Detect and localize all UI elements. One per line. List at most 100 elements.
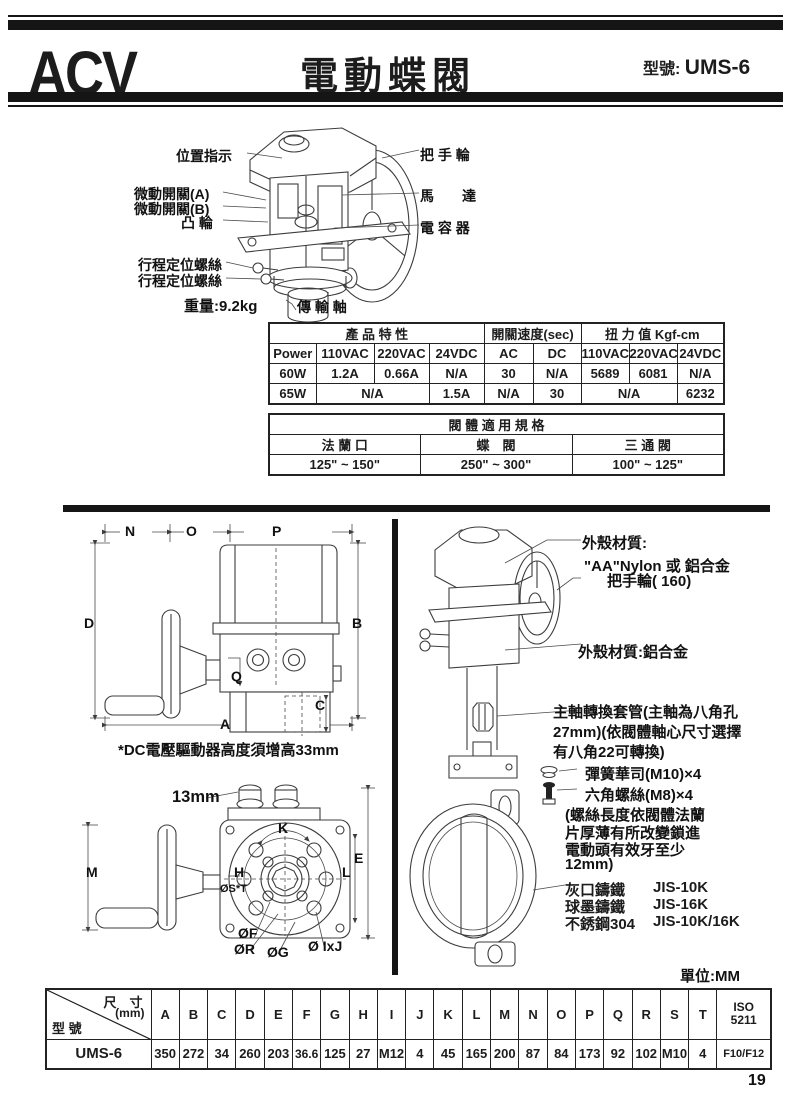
dim-col-s: S (659, 988, 690, 1040)
cell-60w: 60W (268, 363, 317, 384)
dim-col-l: L (461, 988, 492, 1040)
header-top-thin-rule (8, 15, 783, 17)
col-threeway: 三 通 閥 (571, 434, 725, 455)
spec-row-65w: 65W N/A 1.5A N/A 30 N/A 6232 (268, 383, 725, 405)
dimension-table: 尺 寸 (mm) 型 號 A B C D E F G H I J K L M N… (45, 988, 772, 1070)
dim-val-g: 125 (320, 1038, 350, 1070)
dim-col-c: C (207, 988, 237, 1040)
spec-col-power: Power (268, 343, 317, 364)
cell-65w-tvac: N/A (580, 383, 678, 405)
dim-col-e: E (263, 988, 293, 1040)
callout-travel-screw-2: 行程定位螺絲 (138, 273, 222, 289)
corner-diagonal-line (47, 990, 150, 1038)
val-butterfly: 250" ~ 300" (419, 454, 573, 476)
spec-col-t24vdc: 24VDC (676, 343, 725, 364)
dim-val-i: M12 (376, 1038, 407, 1070)
model-value: UMS-6 (684, 56, 751, 79)
hex-bolt-label: 六角螺絲(M8)×4 (585, 787, 693, 804)
dim-col-o: O (546, 988, 576, 1040)
valve-table-value-row: 125" ~ 150" 250" ~ 300" 100" ~ 125" (268, 454, 725, 476)
spec-col-t110vac: 110VAC (580, 343, 630, 364)
dim-val-a: 350 (150, 1038, 180, 1070)
spec-group-torque: 扭 力 值 Kgf-cm (580, 322, 725, 344)
top-view-drawing (82, 784, 375, 955)
cell-65w-tvdc: 6232 (676, 383, 725, 405)
callout-cam: 凸 輪 (181, 215, 213, 231)
dim-label-h: H (234, 864, 245, 880)
material-row-ductile-iron: 球墨鑄鐵 JIS-16K (565, 896, 775, 917)
spec-col-dc: DC (532, 343, 582, 364)
dim-col-i: I (376, 988, 407, 1040)
spec-col-24vdc: 24VDC (428, 343, 485, 364)
dc-height-note: *DC電壓驅動器高度須增高33mm (118, 742, 339, 759)
dim-val-s: M10 (659, 1038, 690, 1070)
dim-col-t: T (688, 988, 718, 1040)
spec-col-110vac: 110VAC (315, 343, 375, 364)
gland-size-label: 13mm (172, 788, 220, 806)
cell-65w-vdc: 1.5A (428, 383, 485, 405)
dim-val-k: 45 (433, 1038, 463, 1070)
dim-col-g: G (320, 988, 350, 1040)
spec-table: 產 品 特 性 開關速度(sec) 扭 力 值 Kgf-cm Power 110… (268, 322, 726, 405)
cell-60w-dc: N/A (532, 363, 582, 384)
dim-label-q: Q (231, 668, 242, 684)
dim-model: UMS-6 (45, 1038, 152, 1070)
dim-val-p: 173 (574, 1038, 605, 1070)
handwheel-160-label: 把手輪( 160) (607, 573, 692, 590)
middle-section-top-rule (63, 505, 770, 512)
callout-micro-switch-a: 微動開關(A) (134, 186, 210, 202)
dim-val-n: 87 (518, 1038, 548, 1070)
cell-60w-t24: N/A (676, 363, 725, 384)
bolt-note-line4: 12mm) (565, 856, 614, 873)
dim-label-m: M (86, 864, 98, 880)
cell-60w-220vac: 0.66A (373, 363, 430, 384)
dim-col-m: M (490, 988, 520, 1040)
dim-val-q: 92 (603, 1038, 633, 1070)
spec-col-220vac: 220VAC (373, 343, 430, 364)
valve-table-title: 閥 體 適 用 規 格 (268, 413, 725, 435)
front-view-drawing (90, 524, 366, 736)
material-row-stainless: 不銹鋼304 JIS-10K/16K (565, 913, 780, 934)
weight-label: 重量:9.2kg (184, 298, 258, 315)
dim-col-n: N (518, 988, 548, 1040)
material-name: 不銹鋼304 (565, 916, 636, 933)
callout-drive-shaft: 傳 輸 軸 (297, 299, 347, 315)
header-bottom-thin-rule (8, 105, 783, 107)
bolt-note-line1: (螺絲長度依閥體法蘭 (565, 807, 705, 824)
cell-60w-24vdc: N/A (428, 363, 485, 384)
dim-col-p: P (574, 988, 605, 1040)
callout-capacitor: 電 容 器 (420, 220, 470, 236)
dim-col-k: K (433, 988, 463, 1040)
dim-col-h: H (348, 988, 378, 1040)
sleeve-note-line2: 27mm)(依閥體軸心尺寸選擇 (553, 724, 742, 741)
bolt-note-line2: 片厚薄有所改變鎖進 (565, 825, 701, 842)
cell-65w-vac: N/A (315, 383, 430, 405)
callout-motor: 馬 達 (420, 188, 476, 204)
dim-val-b: 272 (178, 1038, 209, 1070)
material-name: 灰口鑄鐵 (565, 882, 626, 899)
material-rating: JIS-10K/16K (653, 913, 740, 930)
spec-group-product: 產 品 特 性 (268, 322, 485, 344)
dim-val-o: 84 (546, 1038, 576, 1070)
valve-table-header-row: 法 蘭 口 蝶 閥 三 通 閥 (268, 434, 725, 455)
dim-label-e: E (354, 850, 364, 866)
dim-label-b: B (352, 615, 363, 631)
housing-material-1-line1: 外殼材質: (582, 535, 647, 552)
callout-handwheel: 把 手 輪 (420, 147, 470, 163)
callout-travel-screw-1: 行程定位螺絲 (138, 257, 222, 273)
dimension-table-value-row: UMS-6 350 272 34 260 203 36.6 125 27 M12… (45, 1038, 772, 1070)
sleeve-note-line1: 主軸轉換套管(主軸為八角孔 (553, 704, 738, 721)
col-butterfly: 蝶 閥 (419, 434, 573, 455)
dim-val-t: 4 (688, 1038, 718, 1070)
dim-label-d: D (84, 615, 95, 631)
dim-col-d: D (235, 988, 265, 1040)
bolt-note-line3: 電動頭有效牙至少 (565, 842, 686, 859)
cell-65w-dc: 30 (532, 383, 582, 405)
dim-val-r: 102 (631, 1038, 661, 1070)
spec-col-header-row: Power 110VAC 220VAC 24VDC AC DC 110VAC 2… (268, 343, 725, 364)
val-threeway: 100" ~ 125" (571, 454, 725, 476)
dim-val-m: 200 (490, 1038, 520, 1070)
spec-col-ac: AC (483, 343, 534, 364)
cell-60w-t220: 6081 (628, 363, 678, 384)
cell-60w-110vac: 1.2A (315, 363, 375, 384)
